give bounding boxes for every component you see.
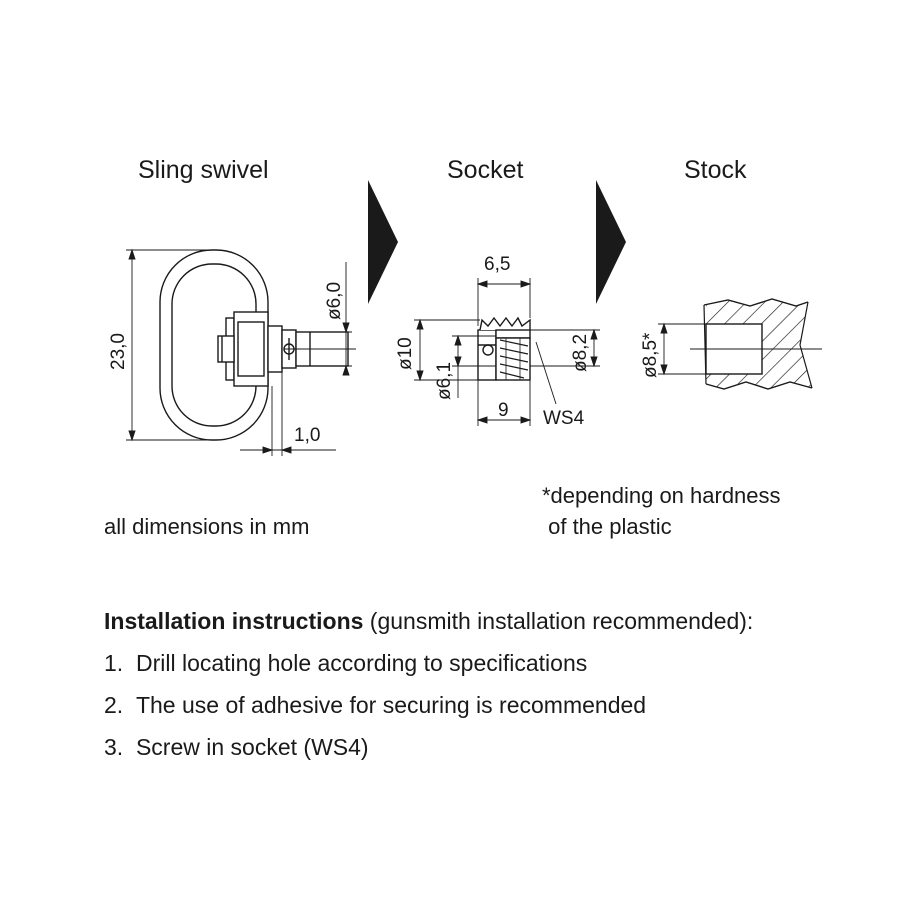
dim-socket-top: 6,5 [484,254,510,275]
heading-sling-swivel: Sling swivel [138,156,269,184]
instructions-title-bold: Installation instructions [104,608,364,634]
dim-socket-length: 9 [498,400,509,421]
step-text: The use of adhesive for securing is reco… [135,692,647,718]
step-arrow-icon [596,180,626,304]
list-item: 2. The use of adhesive for securing is r… [104,684,753,726]
dim-socket-inner: ø6,1 [434,362,455,400]
sling-swivel-drawing [159,249,356,441]
dim-swivel-diameter: ø6,0 [324,282,345,320]
dim-socket-thread-name: WS4 [543,408,585,429]
step-number: 1. [104,650,124,676]
list-item: 1. Drill locating hole according to spec… [104,642,753,684]
socket-drawing [477,316,531,381]
heading-socket: Socket [447,156,523,184]
step-text: Screw in socket (WS4) [135,734,369,760]
stock-dimensions [658,322,706,376]
dim-socket-thread: ø8,2 [570,334,591,372]
note-units: all dimensions in mm [104,514,310,539]
instructions-title-rest: (gunsmith installation recommended): [363,608,754,634]
stock-drawing [690,298,822,390]
instructions-list: 1. Drill locating hole according to spec… [104,642,753,768]
step-number: 2. [104,692,124,718]
dim-socket-outer: ø10 [395,337,416,370]
note-hardness-line1: *depending on hardness [542,483,781,508]
dim-stock-hole: ø8,5* [640,332,661,378]
note-hardness-line2: of the plastic [542,514,672,539]
heading-stock: Stock [684,156,747,184]
list-item: 3. Screw in socket (WS4) [104,726,753,768]
socket-dimensions [414,278,600,426]
step-arrow-icon [368,180,398,304]
step-number: 3. [104,734,124,760]
sling-swivel-dimensions [126,248,352,456]
dim-swivel-height: 23,0 [108,333,129,370]
dim-swivel-gap: 1,0 [294,425,320,446]
instructions-title: Installation instructions (gunsmith inst… [104,606,753,636]
installation-instructions: Installation instructions (gunsmith inst… [104,606,753,768]
step-text: Drill locating hole according to specifi… [135,650,588,676]
